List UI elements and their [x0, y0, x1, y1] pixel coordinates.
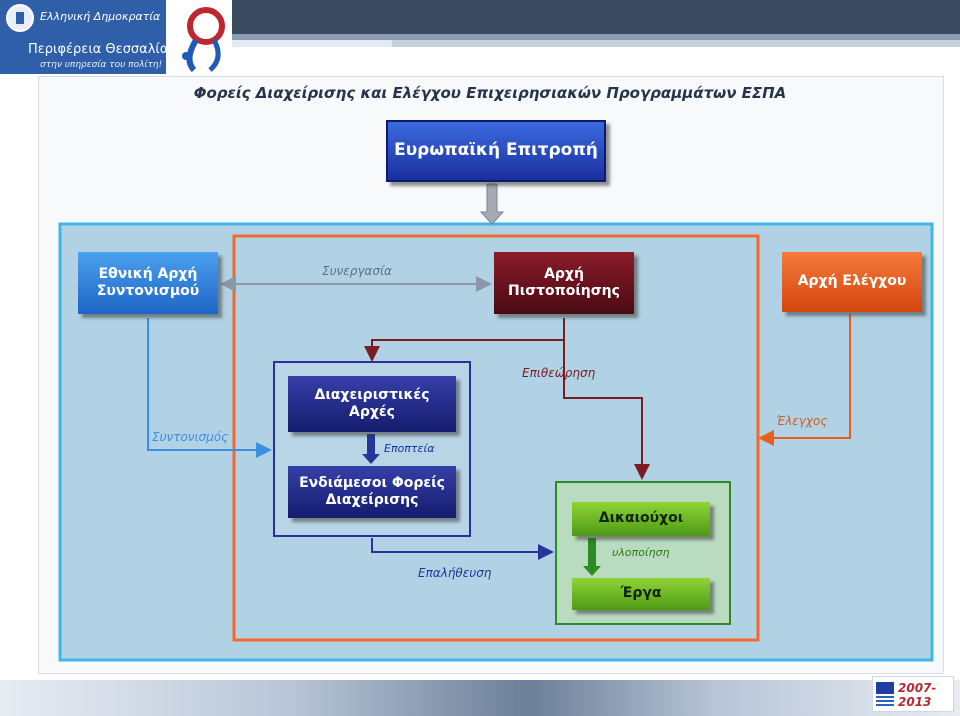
header-band-stripe — [232, 34, 960, 40]
intermediate-bodies-box: Ενδιάμεσοι Φορείς Διαχείρισης — [288, 466, 456, 518]
projects-box: Έργα — [572, 578, 710, 610]
verification-arrow — [371, 538, 554, 560]
region-subtitle: στην υπηρεσία του πολίτη! — [40, 60, 163, 70]
implementation-label: υλοποίηση — [612, 546, 670, 559]
eu-flag-icon — [876, 682, 894, 694]
region-emblem-logo — [166, 0, 232, 74]
certification-authority-box: Αρχή Πιστοποίησης — [494, 252, 634, 314]
greek-emblem-icon — [6, 4, 34, 32]
beneficiaries-box: Δικαιούχοι — [572, 502, 710, 536]
program-years: 2007-2013 — [898, 681, 937, 709]
commission-down-arrow — [479, 183, 505, 225]
inspection-label: Επιθεώρηση — [522, 366, 596, 380]
header-band — [232, 0, 960, 34]
region-title: Περιφέρεια Θεσσαλίας — [28, 42, 177, 57]
managing-authorities-box: Διαχειριστικές Αρχές — [288, 376, 456, 432]
european-commission-box: Ευρωπαϊκή Επιτροπή — [386, 120, 606, 182]
cooperation-label: Συνεργασία — [322, 264, 392, 278]
coordination-label: Συντονισμός — [152, 430, 229, 444]
audit-authority-box: Αρχή Ελέγχου — [782, 252, 922, 312]
verification-label: Επαλήθευση — [418, 566, 492, 580]
inspection-arrow — [563, 318, 650, 480]
footer-band — [0, 680, 960, 716]
coordination-arrow — [147, 318, 272, 458]
supervision-label: Εποπτεία — [384, 442, 435, 455]
supervision-arrow — [362, 434, 380, 464]
republic-label: Ελληνική Δημοκρατία — [40, 10, 161, 23]
greek-flag-icon — [876, 696, 894, 708]
control-label: Έλεγχος — [776, 414, 828, 428]
control-arrow — [758, 314, 851, 446]
implementation-arrow — [583, 538, 601, 576]
national-coordination-box: Εθνική Αρχή Συντονισμού — [78, 252, 218, 314]
header-band-stripe — [392, 40, 960, 47]
swirl-logo-icon — [182, 7, 225, 73]
diagram-title: Φορείς Διαχείρισης και Ελέγχου Επιχειρησ… — [193, 84, 787, 102]
